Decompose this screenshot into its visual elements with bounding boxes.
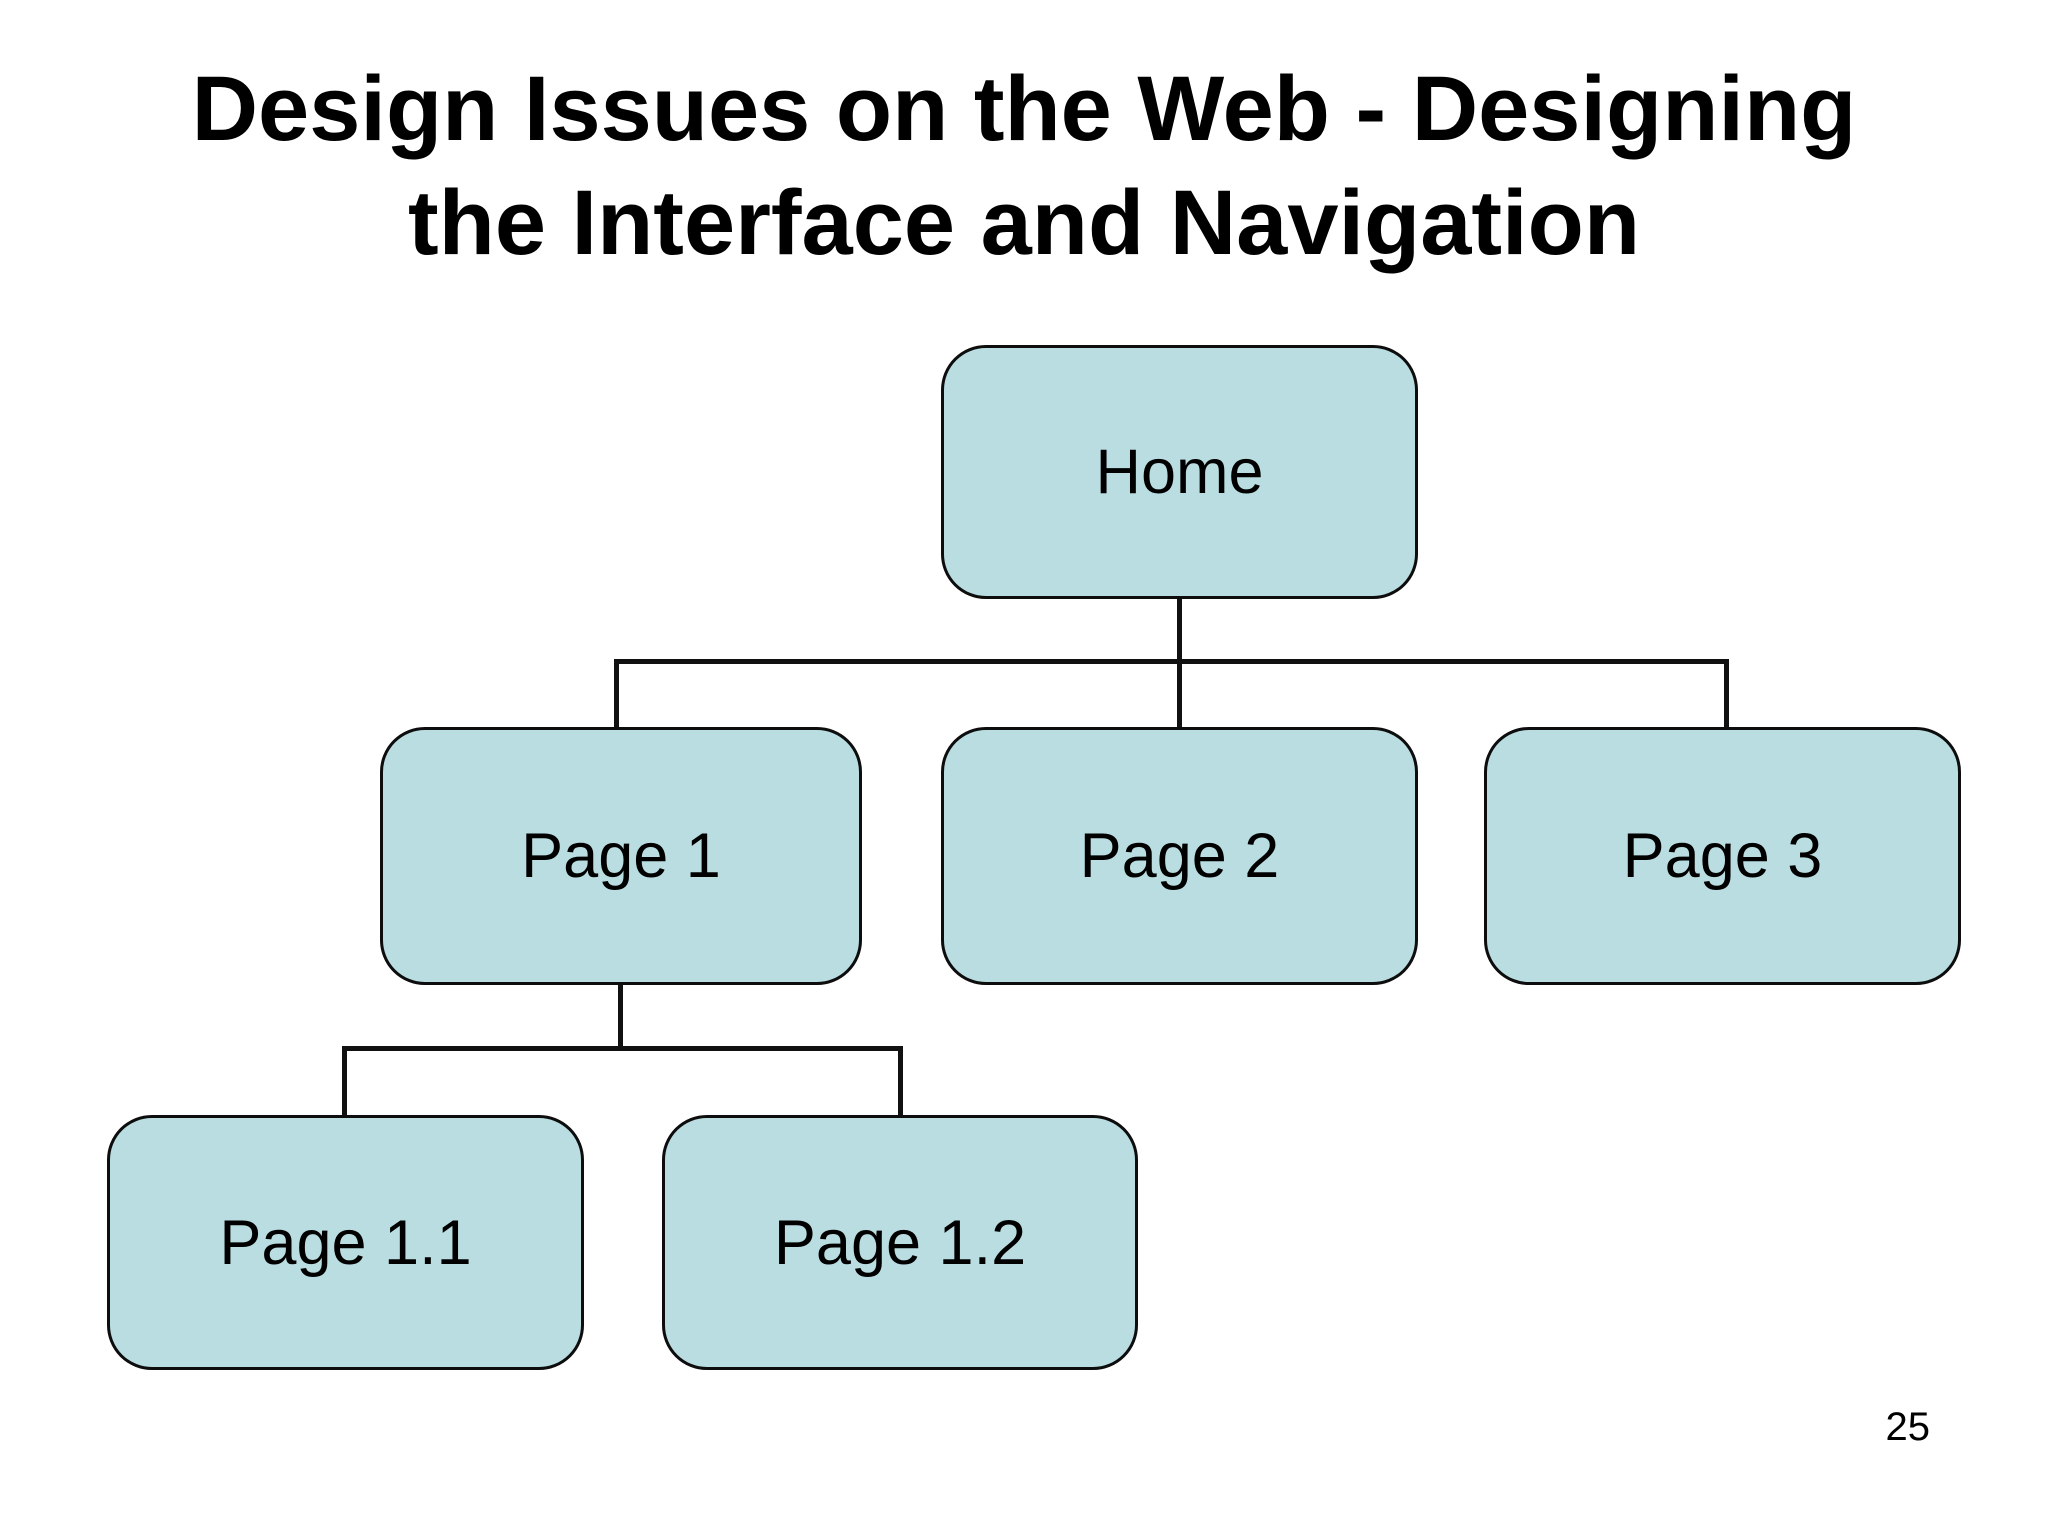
node-page-1-2-label: Page 1.2	[773, 1207, 1027, 1278]
connector-home-stem	[1177, 599, 1182, 664]
connector-drop-page3	[1724, 659, 1729, 727]
connector-drop-page2	[1177, 659, 1182, 727]
node-page-1-1: Page 1.1	[107, 1115, 584, 1370]
node-page-1-2: Page 1.2	[662, 1115, 1138, 1370]
node-home: Home	[941, 345, 1418, 599]
page-number: 25	[1885, 1405, 1931, 1449]
node-page-2: Page 2	[941, 727, 1418, 985]
node-page-1-1-label: Page 1.1	[219, 1207, 472, 1278]
slide-title-line-1: Design Issues on the Web - Designing	[191, 58, 1857, 160]
connector-lower-horizontal	[342, 1046, 903, 1051]
node-page-3: Page 3	[1484, 727, 1961, 985]
connector-drop-page1	[614, 659, 619, 727]
node-page-2-label: Page 2	[1079, 821, 1280, 891]
node-page-3-label: Page 3	[1622, 821, 1823, 891]
slide-title-line-2: the Interface and Navigation	[407, 172, 1641, 275]
node-page-1-label: Page 1	[521, 821, 721, 891]
slide-title: Design Issues on the Web - Designing the …	[0, 52, 2048, 280]
connector-page1-stem	[618, 985, 623, 1051]
connector-drop-page1-2	[898, 1046, 903, 1115]
node-home-label: Home	[1095, 437, 1264, 507]
connector-drop-page1-1	[342, 1046, 347, 1115]
node-page-1: Page 1	[380, 727, 862, 985]
connector-top-horizontal	[614, 659, 1729, 664]
